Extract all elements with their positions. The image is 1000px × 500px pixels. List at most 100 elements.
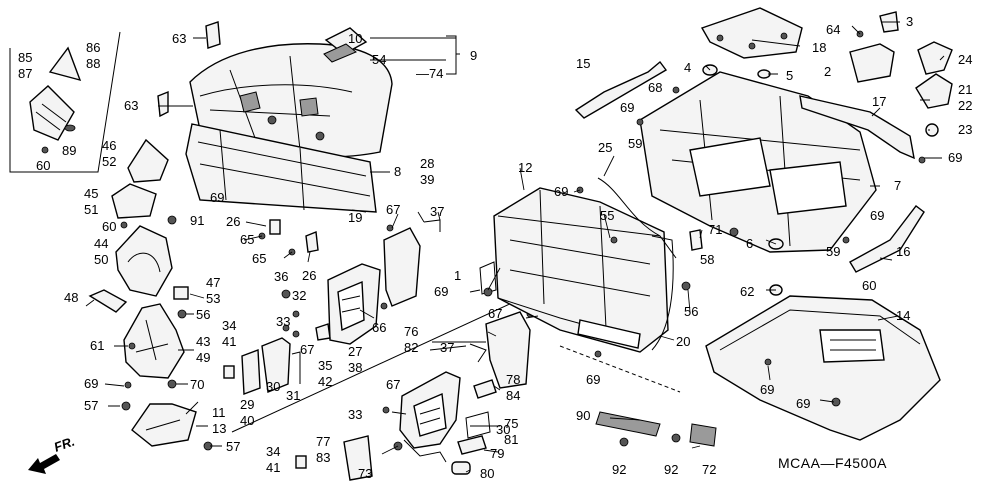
callout: 38	[348, 360, 362, 375]
callout: 11	[212, 405, 226, 420]
clip-89	[64, 124, 76, 132]
front-direction-arrow: FR.	[28, 434, 77, 474]
callout: 59	[826, 244, 840, 259]
callout: 4	[684, 60, 691, 75]
callout: 2	[824, 64, 831, 79]
leader-lines	[85, 21, 945, 473]
clip-60	[41, 146, 49, 154]
callout: 14	[896, 308, 910, 323]
callout: 45	[84, 186, 98, 201]
callout: 63	[124, 98, 138, 113]
callout: 69	[620, 100, 634, 115]
callout: 57	[226, 439, 240, 454]
part-48-bracket	[88, 289, 128, 313]
diagram-code: MCAA—F4500A	[778, 455, 887, 471]
callout: 36	[274, 269, 288, 284]
callout: 69	[760, 382, 774, 397]
part-54-strip	[323, 43, 357, 63]
callout: 19	[348, 210, 362, 225]
callout: 80	[480, 466, 494, 481]
callout: 40	[240, 413, 254, 428]
callout: 33	[348, 407, 362, 422]
part-76-cover	[485, 311, 531, 389]
callout: 75	[504, 416, 518, 431]
callout: 24	[958, 52, 972, 67]
part-19-lid-base	[185, 123, 377, 213]
callout: 70	[190, 377, 204, 392]
part-21-lock	[915, 73, 953, 109]
callout: 60	[102, 219, 116, 234]
arrow-icon	[28, 454, 60, 474]
callout: 31	[286, 388, 300, 403]
callout: 26	[226, 214, 240, 229]
door-panel-parts	[382, 310, 534, 475]
callout: 26	[302, 268, 316, 283]
part-30-plate	[261, 337, 291, 393]
part-47-clip	[173, 286, 189, 300]
callout: 8	[394, 164, 401, 179]
callout: 15	[576, 56, 590, 71]
callout: 9	[470, 48, 477, 63]
callout: 30	[496, 422, 510, 437]
callout: 69	[586, 372, 600, 387]
part-43-bracket	[123, 303, 185, 379]
part-72-plate	[689, 423, 717, 447]
callout: 3	[906, 14, 913, 29]
inset-box	[9, 31, 121, 173]
callout: 91	[190, 213, 204, 228]
callout: 72	[702, 462, 716, 477]
callout: 78	[506, 372, 520, 387]
part-79-frame	[465, 411, 491, 439]
part-16-trim	[849, 205, 925, 273]
part-45-lid	[111, 183, 157, 219]
callout: 39	[420, 172, 434, 187]
callout: 41	[222, 334, 236, 349]
callout: 42	[318, 374, 332, 389]
callout: 46	[102, 138, 116, 153]
callout: 73	[358, 466, 372, 481]
callout: 17	[872, 94, 886, 109]
part-14-under-cover	[705, 295, 941, 441]
callout: 37	[440, 340, 454, 355]
callout: 30	[266, 379, 280, 394]
callout: 52	[102, 154, 116, 169]
part-2-latch	[849, 43, 895, 83]
part-28-bracket	[383, 227, 421, 307]
callout: 63	[172, 31, 186, 46]
callout: 51	[84, 202, 98, 217]
part-34-clip-b	[295, 455, 307, 469]
left-trim-parts	[29, 46, 234, 451]
callout: 83	[316, 450, 330, 465]
callout: 86	[86, 40, 100, 55]
part-71-clip	[689, 229, 703, 251]
callout: 41	[266, 460, 280, 475]
callout: 81	[504, 432, 518, 447]
callout: 43	[196, 334, 210, 349]
callout: 77	[316, 434, 330, 449]
callout: 61	[90, 338, 104, 353]
callout: 87	[18, 66, 32, 81]
callout: 49	[196, 350, 210, 365]
part-63-bracket-top	[205, 21, 221, 49]
callout: 28	[420, 156, 434, 171]
callout: 92	[664, 462, 678, 477]
callout: 85	[18, 50, 32, 65]
callout: 18	[812, 40, 826, 55]
callout: 64	[826, 22, 840, 37]
callout: 56	[196, 307, 210, 322]
callout: 33	[276, 314, 290, 329]
callout: 32	[292, 288, 306, 303]
callout: 58	[700, 252, 714, 267]
callout: 16	[896, 244, 910, 259]
callout: 67	[386, 377, 400, 392]
callout: 22	[958, 98, 972, 113]
callout: 35	[318, 358, 332, 373]
callout: 69	[870, 208, 884, 223]
part-46-cover	[127, 138, 169, 183]
callout: 92	[612, 462, 626, 477]
callout: 54	[372, 52, 386, 67]
callout: 34	[222, 318, 236, 333]
trunk-box-assembly	[479, 177, 703, 358]
callout: 69	[554, 184, 568, 199]
